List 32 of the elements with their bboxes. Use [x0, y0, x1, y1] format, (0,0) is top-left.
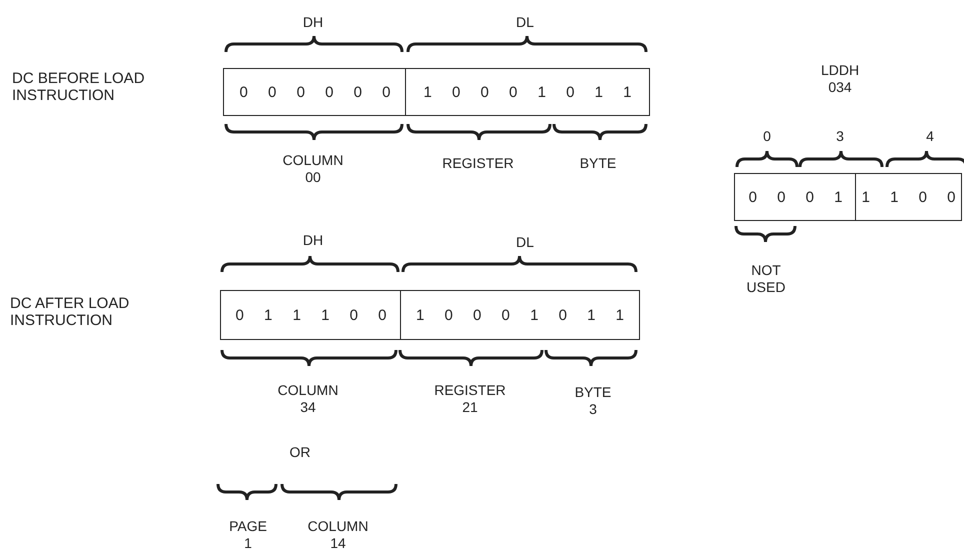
bit-values: 0 0 0 1: [748, 188, 842, 206]
register-field: [223, 68, 407, 116]
field-name: DL: [515, 234, 535, 251]
field-name: DH: [302, 14, 324, 31]
bit-values: 1 0 0 0 1 0 1 1: [416, 306, 624, 324]
field-label: COLUMN 34: [276, 382, 340, 416]
field-label: BYTE 3: [574, 384, 612, 418]
instruction-label: LDDH 034: [820, 62, 860, 96]
register-field: [220, 290, 402, 340]
field-label: PAGE 1: [228, 518, 268, 552]
field-label: COLUMN 14: [306, 518, 370, 552]
field-label: COLUMN 00: [282, 152, 344, 186]
digit-label: 0: [762, 128, 772, 145]
bit-values: 0 0 0 0 0 0: [240, 84, 390, 100]
register-field: [855, 173, 962, 221]
register-field: [734, 173, 857, 221]
bit-values: 0 1 1 1 0 0: [236, 306, 386, 324]
field-label: REGISTER 21: [433, 382, 507, 416]
digit-label: 4: [925, 128, 935, 145]
field-label: BYTE: [578, 155, 618, 172]
field-name: DH: [302, 232, 324, 249]
bit-values: 1 1 0 0: [862, 188, 956, 206]
register-field: [405, 68, 650, 116]
row-label: DC BEFORE LOAD INSTRUCTION: [12, 70, 146, 104]
field-label: OR: [288, 444, 312, 461]
register-field: [400, 290, 640, 340]
field-label: NOT USED: [746, 262, 786, 296]
field-label: REGISTER: [441, 155, 515, 172]
digit-label: 3: [835, 128, 845, 145]
field-name: DL: [515, 14, 535, 31]
bit-values: 1 0 0 0 1 0 1 1: [424, 84, 632, 100]
row-label: DC AFTER LOAD INSTRUCTION: [10, 295, 130, 329]
